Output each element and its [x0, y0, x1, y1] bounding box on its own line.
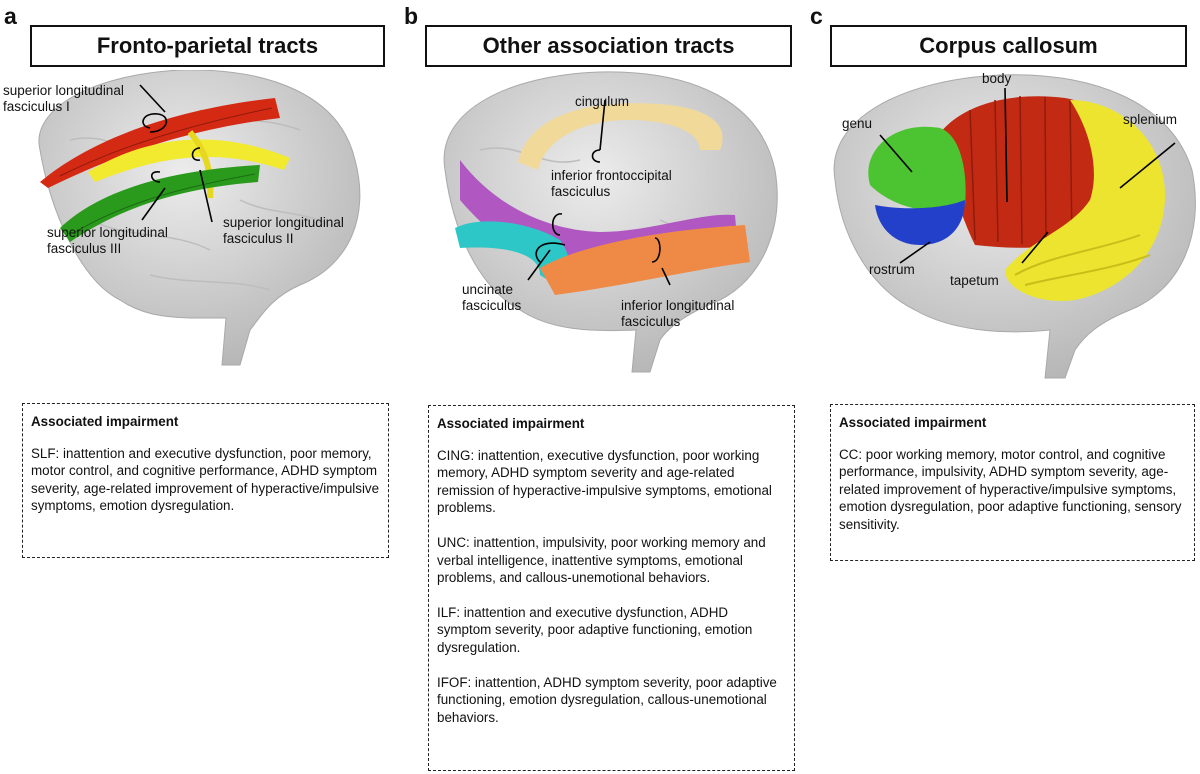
cingulum-fibers — [518, 103, 723, 170]
panel-c-impairment-box: Associated impairment CC: poor working m… — [830, 404, 1195, 561]
impairment-text-ifof: IFOF: inattention, ADHD symptom severity… — [437, 674, 777, 725]
label-ifof: inferior frontoccipital fasciculus — [551, 168, 672, 199]
panel-letter-b: b — [404, 3, 419, 29]
panel-b-impairment-box: Associated impairment CING: inattention,… — [428, 405, 795, 771]
panel-a-pointers — [139, 84, 213, 223]
impairment-heading: Associated impairment — [31, 414, 179, 429]
label-uncinate: uncinate fasciculus — [462, 282, 522, 313]
uncinate-fibers — [455, 221, 570, 288]
panel-b-title: Other association tracts — [425, 25, 792, 67]
cc-genu-fibers — [868, 126, 966, 211]
label-tapetum: tapetum — [950, 273, 999, 288]
label-cingulum: cingulum — [575, 94, 630, 109]
panel-a-title: Fronto-parietal tracts — [30, 25, 385, 67]
panel-b-brain-illustration — [443, 71, 778, 373]
label-genu: genu — [842, 116, 873, 131]
impairment-text-ilf: ILF: inattention and executive dysfuncti… — [437, 604, 753, 655]
slf3-fibers — [60, 165, 260, 242]
panel-c-brain-illustration — [833, 74, 1196, 379]
panel-c-title: Corpus callosum — [830, 25, 1187, 67]
impairment-text-cing: CING: inattention, executive dysfunction… — [437, 447, 772, 516]
impairment-text-unc: UNC: inattention, impulsivity, poor work… — [437, 534, 766, 586]
slf1-fibers — [40, 98, 280, 188]
panel-b-pointers — [527, 99, 671, 286]
label-splenium: splenium — [1123, 112, 1178, 127]
cc-rostrum-fibers — [875, 200, 965, 245]
slf2-fibers — [88, 130, 290, 199]
panel-letter-c: c — [810, 3, 823, 29]
label-slf3: superior longitudinal fasciculus III — [47, 225, 168, 256]
label-rostrum: rostrum — [869, 262, 915, 277]
impairment-heading: Associated impairment — [839, 415, 987, 430]
panel-a-brain-illustration — [38, 70, 361, 366]
ilf-fibers — [540, 225, 750, 295]
impairment-heading: Associated impairment — [437, 416, 585, 431]
label-slf2: superior longitudinal fasciculus II — [223, 215, 344, 246]
label-slf1: superior longitudinal fasciculus I — [3, 83, 124, 114]
panel-a-impairment-box: Associated impairment SLF: inattention a… — [22, 403, 389, 558]
impairment-text-slf: SLF: inattention and executive dysfuncti… — [31, 445, 380, 514]
panel-letter-a: a — [4, 3, 17, 29]
label-body: body — [982, 71, 1012, 86]
panel-c-pointers — [879, 87, 1176, 264]
impairment-text-cc: CC: poor working memory, motor control, … — [839, 446, 1182, 532]
cc-splenium-fibers — [1005, 100, 1165, 301]
cc-body-fibers — [935, 95, 1099, 248]
label-ilf: inferior longitudinal fasciculus — [621, 298, 735, 329]
